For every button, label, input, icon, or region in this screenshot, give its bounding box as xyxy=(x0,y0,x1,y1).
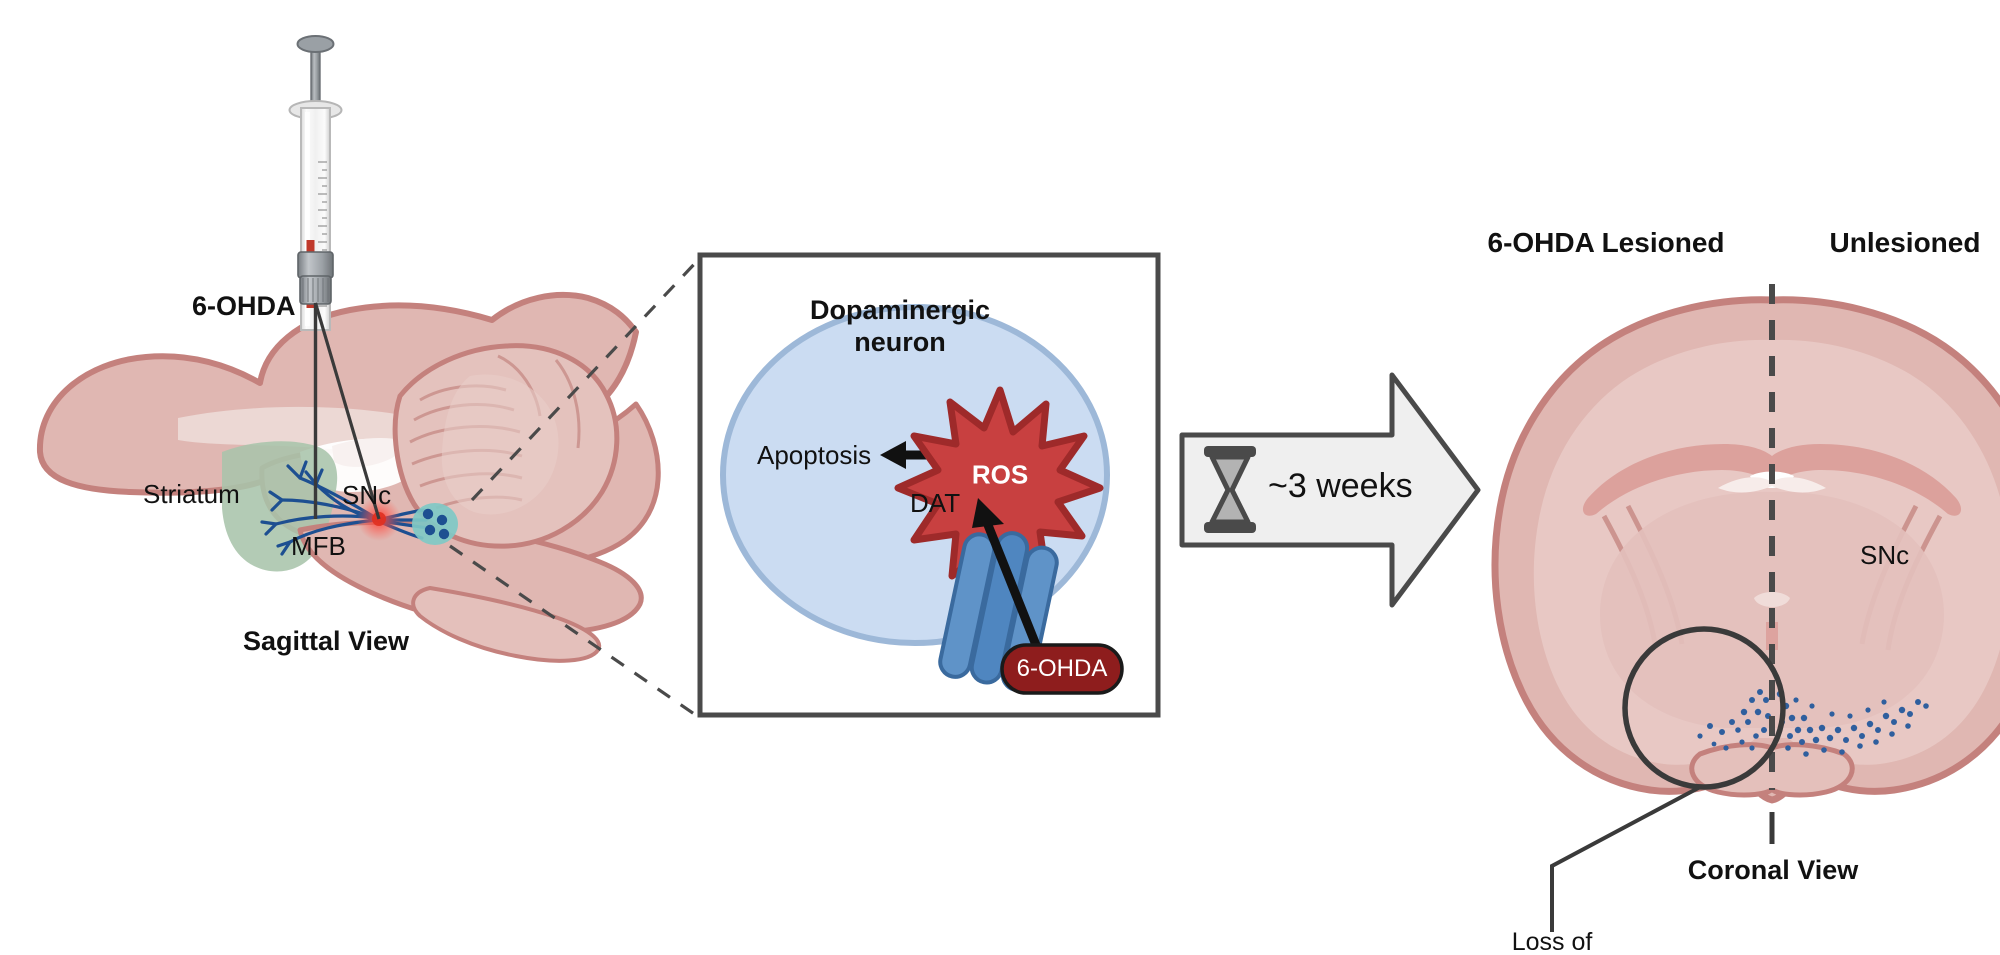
drug-badge-label: 6-OHDA xyxy=(1016,654,1108,682)
zoom-dashed-connector xyxy=(449,256,702,720)
mfb-label: MFB xyxy=(291,531,346,561)
callout-line-1: Loss of xyxy=(1511,928,1593,955)
syringe-illustration xyxy=(288,35,381,520)
coronal-view-caption: Coronal View xyxy=(1687,855,1859,885)
neuron-title-line2: neuron xyxy=(854,327,946,357)
apoptosis-label: Apoptosis xyxy=(757,440,872,470)
uptake-arrow xyxy=(972,498,1043,655)
sagittal-view-caption: Sagittal View xyxy=(242,626,410,656)
callout-leader-line xyxy=(1550,784,1703,932)
apoptosis-arrow xyxy=(880,441,950,469)
lesioned-hemisphere-label: 6-OHDA Lesioned xyxy=(1487,227,1725,258)
unlesioned-hemisphere-label: Unlesioned xyxy=(1829,227,1981,258)
striatum-label: Striatum xyxy=(143,479,240,509)
duration-label: ~3 weeks xyxy=(1268,467,1413,505)
neuron-title-line1: Dopaminergic xyxy=(809,295,991,325)
sagittal-brain-illustration xyxy=(36,35,702,720)
hourglass-icon xyxy=(1204,446,1256,533)
lesion-magnifier-circle xyxy=(1622,626,1786,790)
injectate-label: 6-OHDA xyxy=(192,291,296,321)
dat-label: DAT xyxy=(910,488,961,518)
snc-label-sagittal: SNc xyxy=(342,480,392,510)
coronal-brain-illustration xyxy=(1491,284,2000,932)
ros-label: ROS xyxy=(971,459,1029,490)
snc-cell-dots xyxy=(1697,689,1929,757)
snc-label-coronal: SNc xyxy=(1860,540,1910,570)
